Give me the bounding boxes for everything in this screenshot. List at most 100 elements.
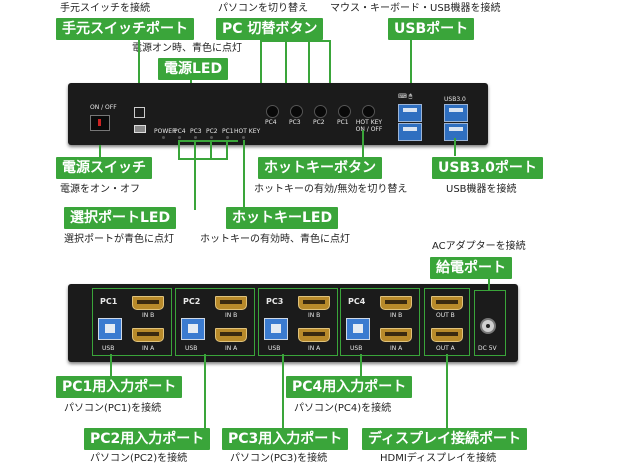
power-text: POWER [154,128,177,135]
pc2-led [210,136,213,139]
pc1-hdmi-in-a[interactable] [132,328,164,342]
hotkey-button-desc: ホットキーの有効/無効を切り替え [254,184,408,195]
power-switch-desc: 電源をオン・オフ [60,184,140,195]
dc-port[interactable] [480,318,496,334]
connector-line [178,158,228,160]
pc1-in-a-text: IN A [142,345,155,352]
connector-line [360,354,362,376]
power-switch-label: 電源スイッチ [56,157,152,179]
out-a-text: OUT A [436,345,455,352]
connector-line [308,40,310,90]
pc1-in-b-text: IN B [142,312,155,319]
connector-line [454,138,456,156]
switch-port-icon [134,107,145,118]
pc2-button[interactable] [314,105,327,118]
power-port-label: 給電ポート [430,257,512,279]
button-label-pc1: PC1 [337,119,349,126]
pc3-led [194,136,197,139]
dc-port-group [474,290,506,356]
pc1-group-title: PC1 [100,297,118,306]
connector-line [194,140,196,210]
usb-port-1[interactable] [398,104,422,122]
dc-text: DC 5V [478,345,497,352]
pc4-hdmi-in-b[interactable] [380,296,412,310]
pc1-button[interactable] [338,105,351,118]
connector-line [285,40,287,90]
usb-port-desc: マウス・キーボード・USB機器を接続 [330,3,501,14]
pc1-led [226,136,229,139]
pc3-hdmi-in-b[interactable] [298,296,330,310]
pc3-group-title: PC3 [266,297,284,306]
pc4-hdmi-in-a[interactable] [380,328,412,342]
pc4-led [178,136,181,139]
connector-line [410,40,412,98]
pc1-input-label: PC1用入力ポート [56,376,183,398]
manual-switch-port[interactable] [134,125,146,133]
select-port-led-label: 選択ポートLED [64,207,177,229]
hotkey-led-label: ホットキーLED [226,207,339,229]
pc-switch-button-label: PC 切替ボタン [216,18,324,40]
led-label-pc4: PC4 [174,128,186,135]
pc2-group-title: PC2 [183,297,201,306]
pc4-input-label: PC4用入力ポート [286,376,413,398]
power-port-desc: ACアダプターを接続 [432,241,526,252]
hdmi-out-b[interactable] [431,296,463,310]
dc-pin [486,324,490,328]
switch-mark [98,119,101,126]
pc3-hdmi-in-a[interactable] [298,328,330,342]
connector-line [282,354,284,430]
connector-line [226,140,228,160]
led-label-pc3: PC3 [190,128,202,135]
hotkey-button-label: HOT KEY ON / OFF [355,119,383,133]
pc2-hdmi-in-a[interactable] [215,328,247,342]
connector-line [488,276,490,290]
pc2-usb-port[interactable] [181,318,205,340]
usb-port-label: USBポート [388,18,475,40]
connector-line [260,40,330,42]
connector-line [210,140,212,160]
pc4-group-title: PC4 [348,297,366,306]
connector-line [446,354,448,430]
pc2-input-desc: パソコン(PC2)を接続 [90,453,188,464]
pc3-usb-port[interactable] [264,318,288,340]
front-panel: ON / OFF POWER PC4 PC3 PC2 PC1 HOT KEY P… [68,83,488,145]
usb3-port-2[interactable] [444,123,468,141]
usb-port-2[interactable] [398,123,422,141]
display-port-desc: HDMIディスプレイを接続 [380,453,497,464]
pc2-in-a-text: IN A [225,345,238,352]
pc4-usb-text: USB [350,345,363,352]
power-led [162,136,165,139]
button-label-pc4: PC4 [265,119,277,126]
connector-line [260,40,262,90]
pc4-port-group [340,288,420,356]
pc4-input-desc: パソコン(PC4)を接続 [294,403,392,414]
connector-line [204,354,206,430]
pc4-button[interactable] [266,105,279,118]
hotkey-button[interactable] [362,105,375,118]
connector-line [110,354,112,376]
pc4-usb-port[interactable] [346,318,370,340]
connector-line [138,40,140,100]
hotkey-button-callout: ホットキーボタン [258,157,382,179]
pc1-usb-port[interactable] [98,318,122,340]
pc2-hdmi-in-b[interactable] [215,296,247,310]
power-switch[interactable] [90,115,110,131]
connector-line [362,130,364,158]
button-label-pc3: PC3 [289,119,301,126]
power-led-label: 電源LED [158,58,229,80]
led-label-pc1: PC1 [222,128,234,135]
connector-line [178,140,180,160]
pc3-button[interactable] [290,105,303,118]
usb3-port-label: USB3.0ポート [432,157,543,179]
on-off-text: ON / OFF [90,104,117,111]
pc2-input-label: PC2用入力ポート [84,428,211,450]
pc1-hdmi-in-b[interactable] [132,296,164,310]
usb3-port-1[interactable] [444,104,468,122]
usb-icons: ⌨ 🖱 [398,93,413,100]
hdmi-out-a[interactable] [431,328,463,342]
usb3-text: USB3.0 [444,96,466,103]
led-label-hotkey: HOT KEY [234,128,261,135]
hotkey-led-desc: ホットキーの有効時、青色に点灯 [200,234,350,245]
pc3-in-a-text: IN A [308,345,321,352]
pc2-in-b-text: IN B [225,312,238,319]
